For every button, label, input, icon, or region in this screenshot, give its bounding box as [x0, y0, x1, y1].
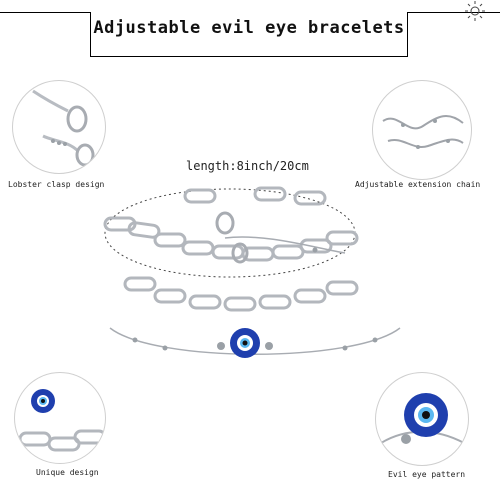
- evil-eye-pattern-photo: [375, 372, 469, 466]
- sun-icon: [465, 1, 485, 21]
- unique-design-caption: Unique design: [36, 468, 99, 477]
- banner-title: Adjustable evil eye bracelets: [93, 18, 405, 38]
- evil-eye-pattern-caption: Evil eye pattern: [388, 470, 466, 479]
- unique-design-photo: [14, 372, 106, 464]
- lobster-clasp-caption: Lobster clasp design: [8, 180, 105, 189]
- lobster-clasp-photo: [12, 80, 106, 174]
- extension-chain-caption: Adjustable extension chain: [355, 180, 481, 189]
- bracelets-photo: [103, 186, 401, 358]
- length-label: length:8inch/20cm: [186, 159, 309, 173]
- extension-chain-photo: [372, 80, 472, 180]
- banner-frame: [90, 12, 408, 57]
